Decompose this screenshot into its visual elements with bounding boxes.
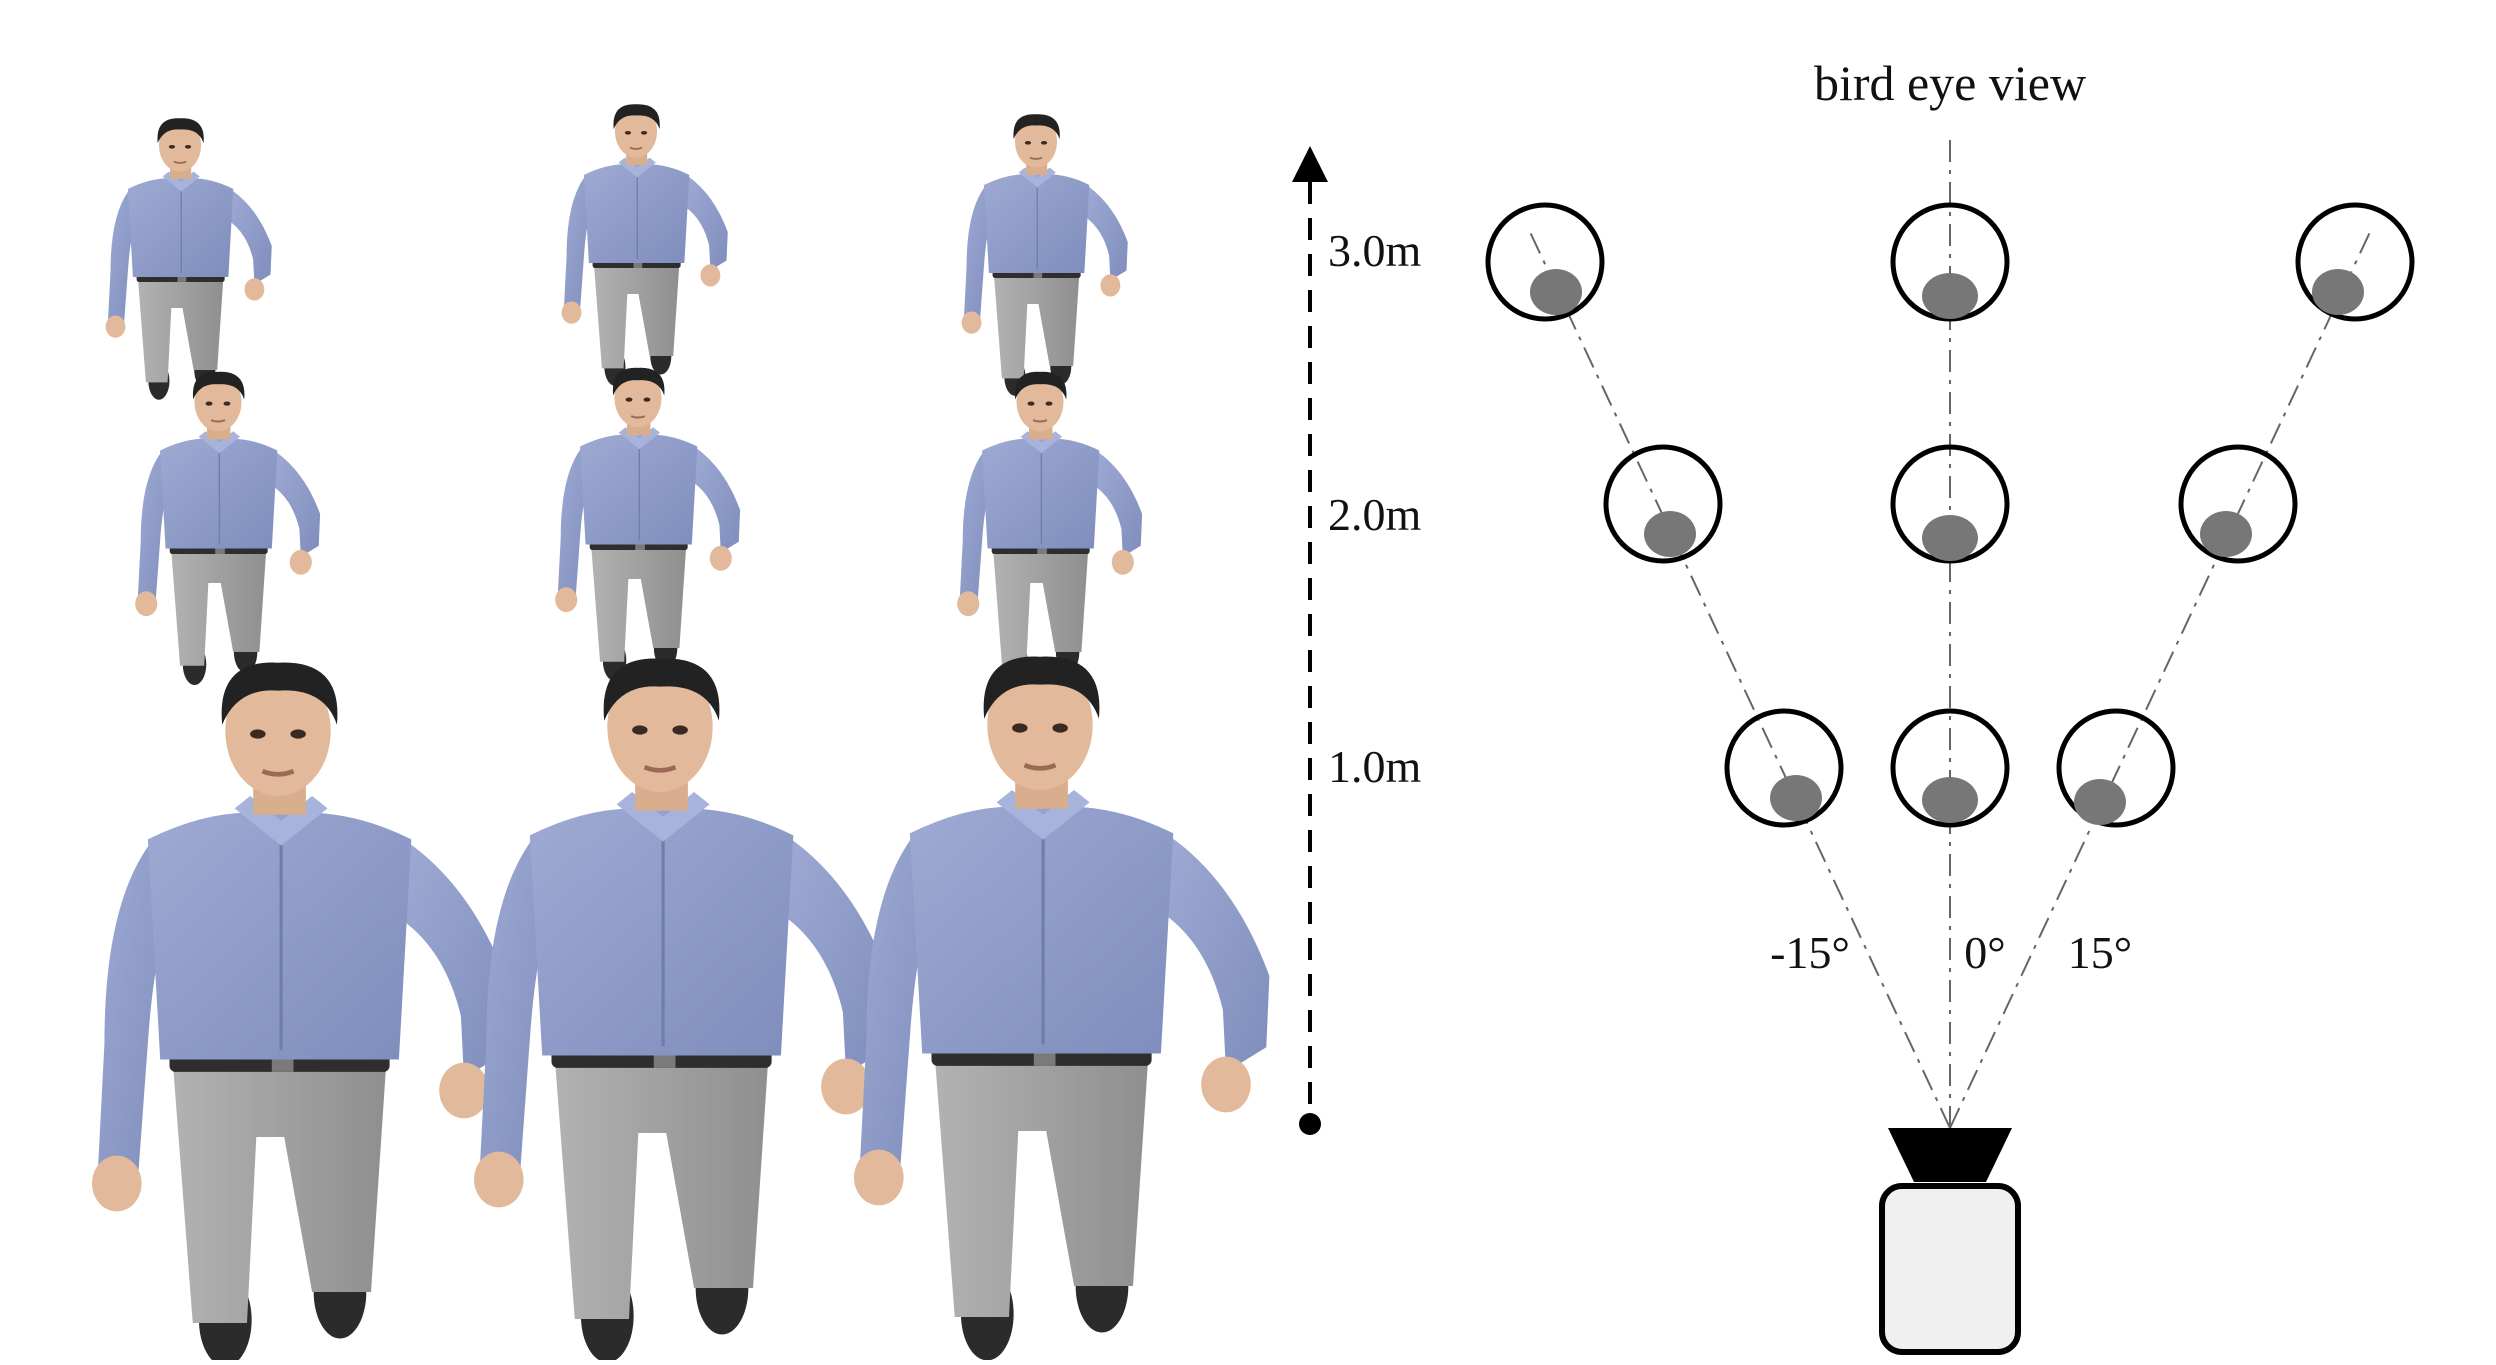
arrow-up-icon: [1292, 146, 1328, 182]
person-2m-center: [554, 366, 742, 683]
marker-3m-left: [1485, 202, 1605, 322]
marker-3m-center: [1890, 202, 2010, 322]
sight-lines: [1529, 136, 2371, 1129]
marker-2m-right: [2178, 444, 2298, 564]
person-1m-right: [854, 657, 1269, 1360]
person-1m-left: [92, 663, 507, 1360]
distance-label-2m: 2.0m: [1328, 489, 1422, 540]
camera-icon: [1879, 1128, 2021, 1355]
bird-eye-view: bird eye view: [1485, 55, 2415, 1355]
angle-label-minus15: -15°: [1770, 927, 1850, 978]
marker-2m-left: [1603, 444, 1723, 564]
person-2m-left: [134, 370, 322, 687]
distance-scale: 3.0m 2.0m 1.0m: [1292, 146, 1422, 1135]
person-3m-left: [104, 117, 273, 401]
sight-line-minus15: [1529, 231, 1951, 1129]
origin-dot: [1299, 1113, 1321, 1135]
people-grid: [92, 103, 1269, 1360]
angle-label-plus15: 15°: [2068, 927, 2132, 978]
marker-3m-right: [2295, 202, 2415, 322]
marker-1m-center: [1890, 708, 2010, 828]
distance-label-1m: 1.0m: [1328, 741, 1422, 792]
person-1m-center: [474, 659, 889, 1360]
marker-1m-right: [2056, 708, 2176, 828]
marker-1m-left: [1724, 708, 1844, 828]
person-3m-center: [560, 103, 729, 387]
person-2m-right: [956, 370, 1144, 687]
person-3m-right: [960, 113, 1129, 397]
angle-label-0: 0°: [1964, 927, 2005, 978]
bird-eye-title: bird eye view: [1814, 55, 2086, 111]
sight-line-plus15: [1949, 231, 2371, 1129]
marker-2m-center: [1890, 444, 2010, 564]
distance-label-3m: 3.0m: [1328, 225, 1422, 276]
